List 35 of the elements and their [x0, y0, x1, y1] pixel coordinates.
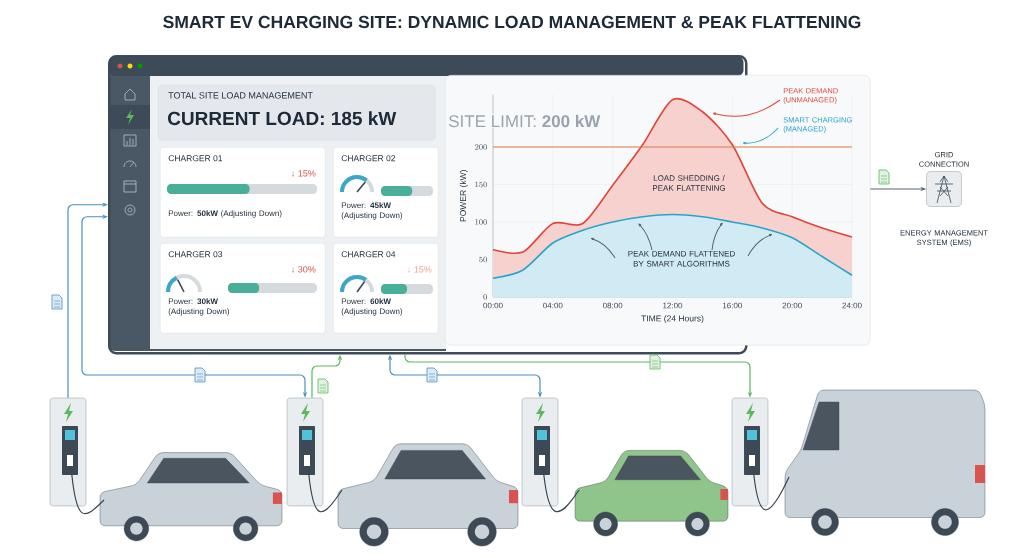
y-tick-label: 150: [475, 181, 487, 188]
x-tick-label: 00:00: [483, 302, 503, 309]
power-reading: Power: 30kW (Adjusting Down): [168, 298, 230, 316]
x-tick-label: 08:00: [602, 302, 623, 309]
y-tick-label: 100: [475, 219, 487, 225]
x-tick-label: 12:00: [663, 302, 683, 309]
y-tick-label: 50: [479, 256, 487, 263]
x-axis-title: TIME (24 Hours): [641, 315, 704, 324]
title: SMART EV CHARGING SITE: DYNAMIC LOAD MANAGEMENT & PEAK FLATTENING: [163, 15, 861, 29]
x-tick-label: 24:00: [842, 302, 862, 309]
current-load: CURRENT LOAD: 185 kW: [168, 111, 397, 126]
charging-station: [49, 397, 105, 515]
power-reading: Power: 60kW (Adjusting Down): [341, 298, 403, 316]
card-title: CHARGER 01: [168, 155, 223, 162]
connector-arrow: [67, 202, 108, 399]
charging-station: [521, 397, 580, 513]
x-tick-label: 16:00: [722, 302, 743, 309]
y-tick-label: 200: [475, 144, 487, 150]
percentage-change: ↓ 30%: [292, 266, 316, 273]
power-reading: Power: 45kW (Adjusting Down): [341, 202, 403, 220]
x-tick-label: 04:00: [543, 302, 563, 309]
chart-annotation: LOAD SHEDDING / PEAK FLATTENING: [653, 175, 725, 191]
y-tick-label: 0: [483, 294, 487, 300]
card-title: CHARGER 02: [341, 155, 396, 162]
panel-heading: TOTAL SITE LOAD MANAGEMENT: [168, 92, 313, 99]
charging-station: [731, 397, 790, 511]
percentage-change: ↓ 15%: [292, 170, 316, 177]
y-axis-title: POWER (kW): [459, 170, 468, 222]
card-title: CHARGER 03: [168, 251, 223, 258]
percentage-change: ↓ 15%: [408, 266, 432, 273]
chart-annotation: PEAK DEMAND FLATTENED BY SMART ALGORITHMS: [628, 250, 735, 267]
card-title: CHARGER 04: [341, 251, 396, 258]
power-reading: Power: 50kW (Adjusting Down): [168, 210, 282, 218]
charging-station: [286, 397, 343, 513]
x-tick-label: 20:00: [782, 302, 802, 309]
